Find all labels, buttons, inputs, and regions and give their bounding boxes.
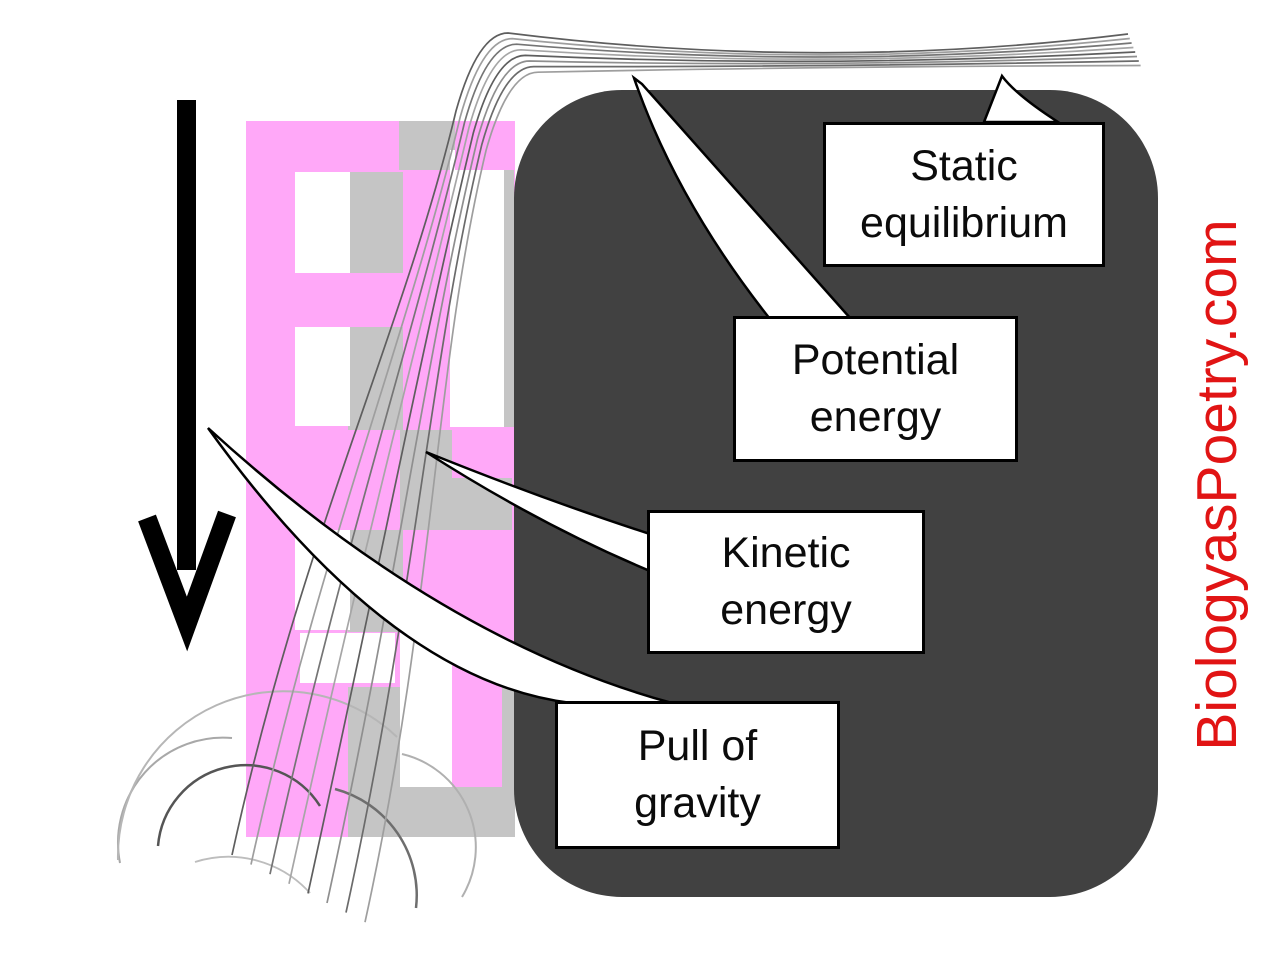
callout-static-equilibrium: Static equilibrium	[823, 122, 1105, 267]
structure-block	[504, 150, 514, 427]
structure-block	[440, 537, 502, 593]
structure-block	[450, 150, 504, 427]
structure-block	[452, 428, 514, 478]
structure-block	[399, 121, 455, 170]
coil-arc	[117, 736, 233, 864]
structure-block	[295, 530, 350, 630]
callout-potential-line1: Potential	[791, 336, 960, 385]
structure-block	[348, 172, 403, 273]
structure-block	[300, 633, 395, 683]
callout-pull-line1: Pull of	[637, 722, 758, 771]
callout-static-line2: equilibrium	[860, 198, 1068, 247]
coil-arc	[194, 855, 311, 894]
callout-static-line1: Static	[910, 141, 1018, 190]
structure-block	[400, 633, 452, 787]
structure-block	[348, 327, 403, 430]
structure-block	[295, 172, 350, 273]
structure-block	[452, 620, 502, 787]
callout-potential-line2: energy	[809, 393, 942, 441]
callout-kinetic-energy: Kinetic energy	[647, 510, 925, 654]
callout-potential-energy: Potential energy	[733, 316, 1018, 462]
gravity-arrow	[138, 100, 236, 652]
structure-block	[403, 327, 435, 426]
callout-pull-of-gravity: Pull of gravity	[555, 701, 840, 849]
structure-block	[455, 121, 514, 170]
callout-kinetic-line1: Kinetic	[721, 529, 851, 578]
structure-block	[295, 327, 350, 426]
watermark-text: BiologyasPoetry.com	[1185, 219, 1249, 751]
callout-pull-line2: gravity	[634, 779, 761, 827]
callout-kinetic-line2: energy	[720, 586, 852, 634]
structure-block	[348, 530, 403, 632]
